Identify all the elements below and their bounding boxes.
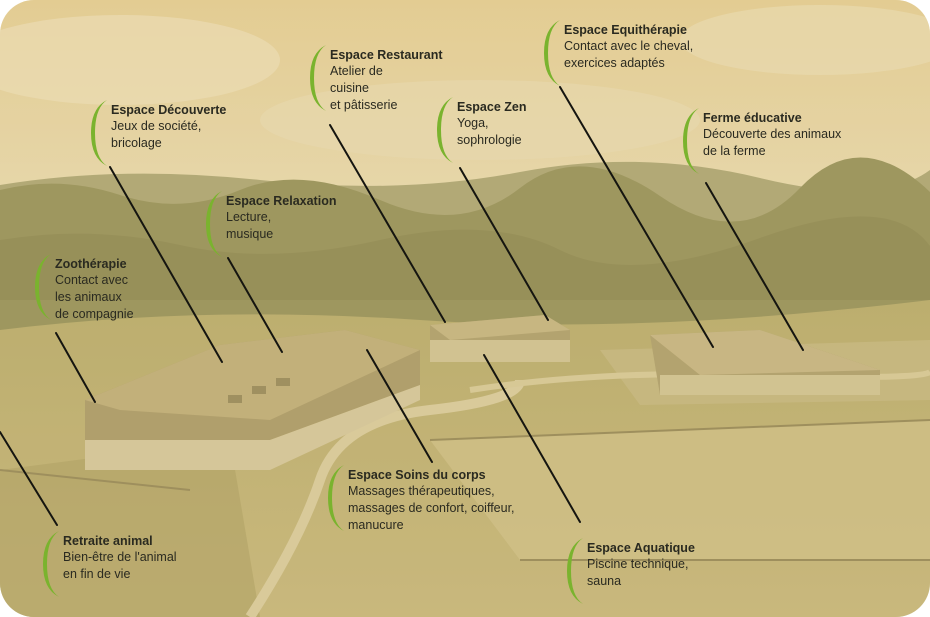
callout-espace-restaurant: Espace Restaurant Atelier de cuisine et … xyxy=(310,45,443,114)
callout-description: Massages thérapeutiques, massages de con… xyxy=(348,484,515,532)
callout-espace-aquatique: Espace Aquatique Piscine technique, saun… xyxy=(567,538,695,604)
callout-title: Ferme éducative xyxy=(703,111,802,125)
green-curly-bracket-icon xyxy=(206,191,222,257)
callout-retraite-animal: Retraite animal Bien-être de l'animal en… xyxy=(43,531,177,597)
callout-espace-equitherapie: Espace Equithérapie Contact avec le chev… xyxy=(544,20,694,86)
leader-ferme xyxy=(705,182,804,351)
leader-retraite xyxy=(0,431,58,526)
callout-description: Piscine technique, sauna xyxy=(587,557,689,588)
callout-description: Yoga, sophrologie xyxy=(457,116,522,147)
green-curly-bracket-icon xyxy=(437,97,453,163)
callout-description: Lecture, musique xyxy=(226,210,274,241)
callout-espace-relaxation: Espace Relaxation Lecture, musique xyxy=(206,191,337,257)
callout-description: Atelier de cuisine et pâtisserie xyxy=(330,64,398,112)
callout-title: Espace Découverte xyxy=(111,103,227,117)
green-curly-bracket-icon xyxy=(43,531,59,597)
leader-lines xyxy=(0,86,804,526)
leader-aquatique xyxy=(483,354,581,523)
leader-zootherapie xyxy=(55,332,96,403)
callout-title: Espace Soins du corps xyxy=(348,468,486,482)
callout-title: Espace Relaxation xyxy=(226,194,337,208)
callout-title: Espace Zen xyxy=(457,100,527,114)
leader-decouverte xyxy=(109,166,223,363)
callout-espace-soins-du-corps: Espace Soins du corps Massages thérapeut… xyxy=(328,465,515,534)
callout-description: Jeux de société, bricolage xyxy=(111,119,202,150)
callout-description: Bien-être de l'animal en fin de vie xyxy=(63,550,177,581)
callout-ferme-educative: Ferme éducative Découverte des animaux d… xyxy=(683,108,842,174)
green-curly-bracket-icon xyxy=(328,465,344,531)
callout-title: Espace Restaurant xyxy=(330,48,443,62)
callout-espace-decouverte: Espace Découverte Jeux de société, brico… xyxy=(91,100,227,166)
restaurant-building xyxy=(430,315,570,362)
green-curly-bracket-icon xyxy=(35,254,51,320)
callout-title: Espace Equithérapie xyxy=(564,23,687,37)
leader-restaurant xyxy=(329,124,446,323)
callout-espace-zen: Espace Zen Yoga, sophrologie xyxy=(437,97,527,163)
callout-title: Retraite animal xyxy=(63,534,153,548)
leader-soins xyxy=(366,349,433,463)
leader-equitherapie xyxy=(559,86,714,348)
green-curly-bracket-icon xyxy=(544,20,560,86)
leader-relaxation xyxy=(227,257,283,353)
callout-zootherapie: Zoothérapie Contact avec les animaux de … xyxy=(35,254,134,323)
green-curly-bracket-icon xyxy=(683,108,699,174)
leader-zen xyxy=(459,167,549,321)
callout-description: Contact avec les animaux de compagnie xyxy=(55,273,134,321)
callout-title: Espace Aquatique xyxy=(587,541,695,555)
callout-description: Découverte des animaux de la ferme xyxy=(703,127,842,158)
callout-description: Contact avec le cheval, exercices adapté… xyxy=(564,39,694,70)
main-building xyxy=(85,330,420,470)
callout-title: Zoothérapie xyxy=(55,257,127,271)
green-curly-bracket-icon xyxy=(310,45,326,111)
farm-building xyxy=(650,330,880,395)
green-curly-bracket-icon xyxy=(91,100,107,166)
green-curly-bracket-icon xyxy=(567,538,583,604)
